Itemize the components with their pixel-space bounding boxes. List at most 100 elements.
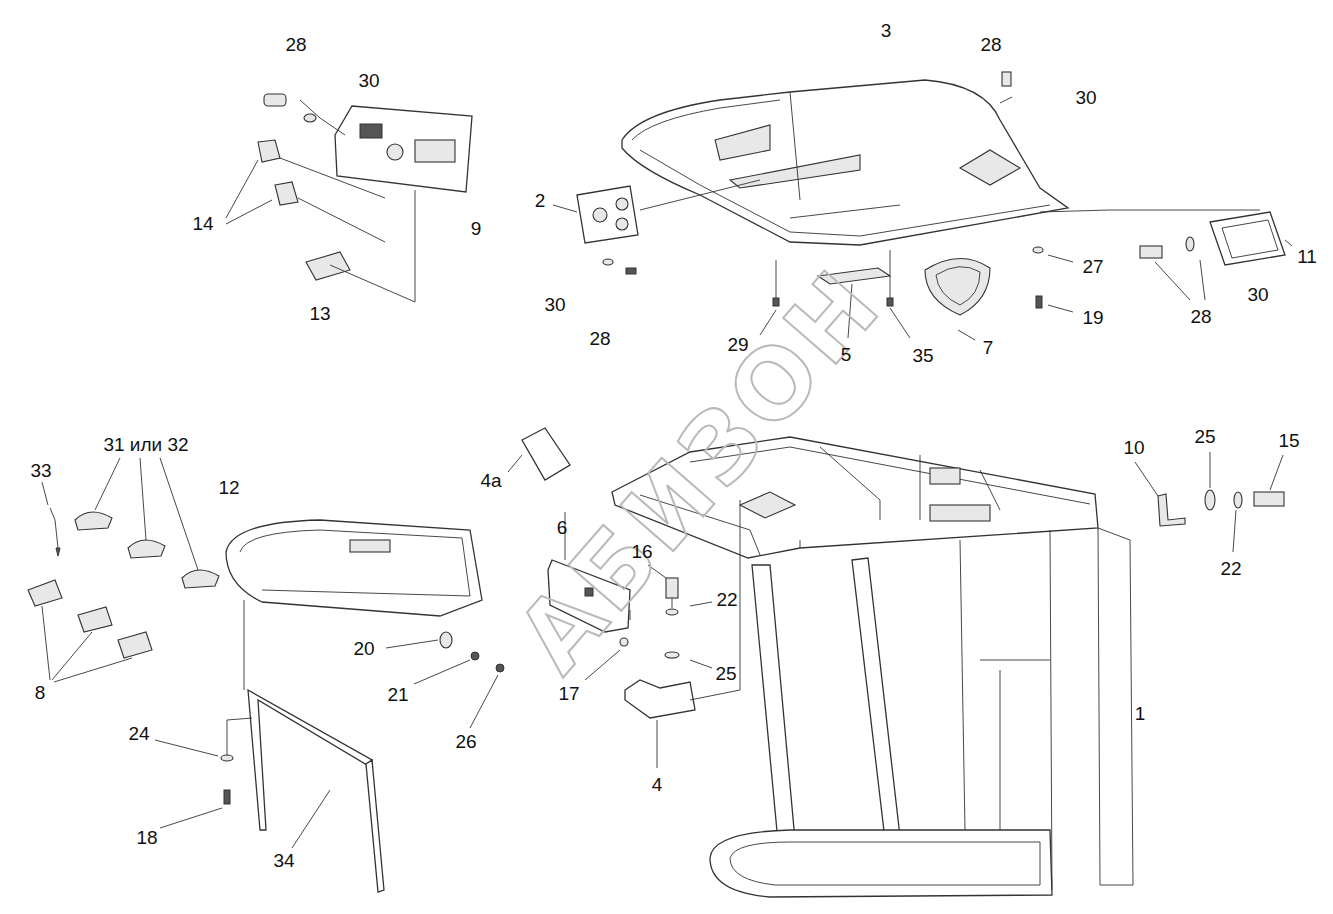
frame-window xyxy=(930,468,960,484)
callout-number: 8 xyxy=(35,683,46,702)
screw xyxy=(773,298,779,306)
callout-number: 26 xyxy=(455,732,476,751)
lamp xyxy=(78,607,112,632)
lamp xyxy=(118,632,152,658)
callout-number: 21 xyxy=(387,685,408,704)
washer xyxy=(1186,237,1194,251)
callout-number: 28 xyxy=(1190,307,1211,326)
seal-frame xyxy=(155,690,384,892)
callout-number: 18 xyxy=(136,828,157,847)
callout-number: 20 xyxy=(353,639,374,658)
callout-number: 31 или 32 xyxy=(103,435,188,454)
callout-number: 2 xyxy=(535,191,546,210)
plate-hole xyxy=(593,208,607,222)
screw xyxy=(1036,296,1042,308)
callout-number: 4а xyxy=(480,471,501,490)
floor-ring xyxy=(710,830,1052,897)
callout-number: 16 xyxy=(631,542,652,561)
frame-post xyxy=(752,565,795,842)
callout-number: 35 xyxy=(912,346,933,365)
screw xyxy=(620,638,628,646)
callout-number: 15 xyxy=(1278,431,1299,450)
nut xyxy=(496,664,504,672)
bracket xyxy=(1158,494,1185,526)
screw xyxy=(626,268,636,274)
lamp-cover xyxy=(182,570,219,588)
callout-number: 6 xyxy=(557,518,568,537)
lamp-cover xyxy=(128,540,165,558)
callout-number: 22 xyxy=(716,590,737,609)
nut xyxy=(471,652,479,660)
callout-number: 33 xyxy=(30,461,51,480)
callout-number: 29 xyxy=(727,335,748,354)
callout-number: 30 xyxy=(544,295,565,314)
screw-tip xyxy=(56,548,60,556)
callout-number: 30 xyxy=(358,71,379,90)
small-parts xyxy=(226,94,415,302)
switch-block xyxy=(360,124,382,138)
washer xyxy=(1033,247,1043,253)
clip xyxy=(440,632,452,648)
vent-ring xyxy=(925,258,990,315)
callout-number: 17 xyxy=(558,684,579,703)
cover-4a xyxy=(522,428,570,480)
panel-hole xyxy=(387,144,403,160)
washer xyxy=(1205,490,1215,510)
plate xyxy=(577,186,638,243)
callout-number: 19 xyxy=(1082,308,1103,327)
washer xyxy=(665,652,679,658)
washer xyxy=(304,114,316,122)
switch xyxy=(258,140,280,162)
washer xyxy=(221,755,233,761)
callout-number: 3 xyxy=(881,21,892,40)
callout-number: 28 xyxy=(285,35,306,54)
bracket-bolt xyxy=(1135,452,1284,552)
watermark: АБИЗОН xyxy=(502,252,899,688)
roof-shape xyxy=(622,80,1068,245)
roof-line xyxy=(790,92,900,218)
left-panel xyxy=(226,520,504,728)
lamps xyxy=(28,458,219,682)
callout-number: 4 xyxy=(652,775,663,794)
frame-window xyxy=(930,505,990,521)
callout-number: 9 xyxy=(471,219,482,238)
callout-number: 30 xyxy=(1075,88,1096,107)
lamp-cover xyxy=(75,512,112,530)
frame-leg xyxy=(366,760,384,892)
callout-number: 14 xyxy=(192,214,213,233)
callout-number: 1 xyxy=(1135,704,1146,723)
callout-number: 11 xyxy=(1297,247,1317,266)
washer xyxy=(666,609,678,615)
frame-34 xyxy=(248,690,372,830)
callout-number: 13 xyxy=(309,304,330,323)
roof-slot xyxy=(715,125,770,160)
roof-panel xyxy=(622,80,1068,245)
callout-number: 27 xyxy=(1082,257,1103,276)
callout-number: 5 xyxy=(841,345,852,364)
callout-number: 25 xyxy=(715,664,736,683)
bolt xyxy=(264,94,286,106)
frame-hatch xyxy=(740,492,795,518)
panel-slot xyxy=(350,540,390,552)
bolt xyxy=(1002,72,1011,86)
cover-4 xyxy=(625,680,695,718)
roof-edge xyxy=(632,100,1050,236)
callout-number: 12 xyxy=(218,478,239,497)
lamp xyxy=(28,580,62,606)
roof-hatch xyxy=(960,150,1020,185)
plate-hole xyxy=(616,218,628,230)
callout-number: 28 xyxy=(980,35,1001,54)
bolt xyxy=(1254,492,1284,506)
plate xyxy=(1210,212,1285,265)
control-panel xyxy=(335,106,472,192)
plate-hole xyxy=(616,198,628,210)
bolt xyxy=(666,578,678,598)
screw xyxy=(224,790,230,804)
bolt xyxy=(1140,246,1162,258)
panel-window xyxy=(415,140,455,162)
panel-shape xyxy=(335,106,472,192)
screw xyxy=(887,298,893,306)
callout-number: 28 xyxy=(589,329,610,348)
